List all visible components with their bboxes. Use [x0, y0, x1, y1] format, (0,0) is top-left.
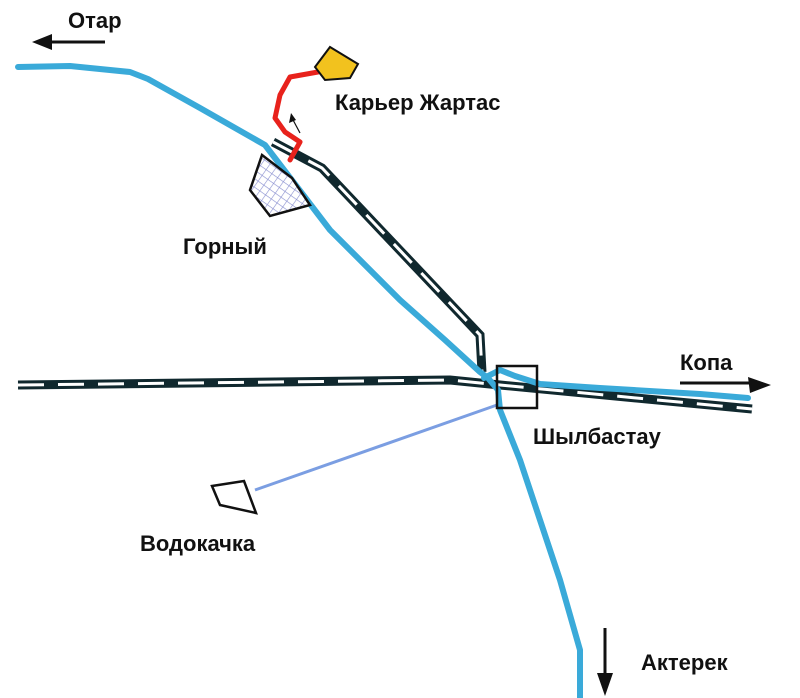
arrow-otar-icon: [32, 34, 105, 50]
label-gorny: Горный: [183, 234, 267, 259]
gorny-settlement-polygon: [248, 152, 312, 218]
label-otar: Отар: [68, 8, 122, 33]
quarry-polygon: [313, 45, 360, 82]
road-kopa: [481, 367, 751, 401]
railway-main: [17, 375, 753, 414]
label-shylbastau: Шылбастау: [533, 424, 662, 449]
label-karier: Карьер Жартас: [335, 90, 500, 115]
shylbastau-station: [495, 364, 539, 410]
pipeline: [254, 403, 498, 492]
haul-road: [272, 65, 336, 163]
road-otar-shylbastau: [15, 63, 583, 698]
vodokachka-polygon: [210, 479, 258, 515]
haul-direction-arrow-icon: [289, 113, 301, 134]
label-vodokachka: Водокачка: [140, 531, 256, 556]
label-akterek: Актерек: [641, 650, 729, 675]
arrow-kopa-icon: [680, 377, 771, 393]
railway-branch: [270, 138, 487, 373]
label-kopa: Копа: [680, 350, 733, 375]
arrow-akterek-icon: [597, 628, 613, 696]
